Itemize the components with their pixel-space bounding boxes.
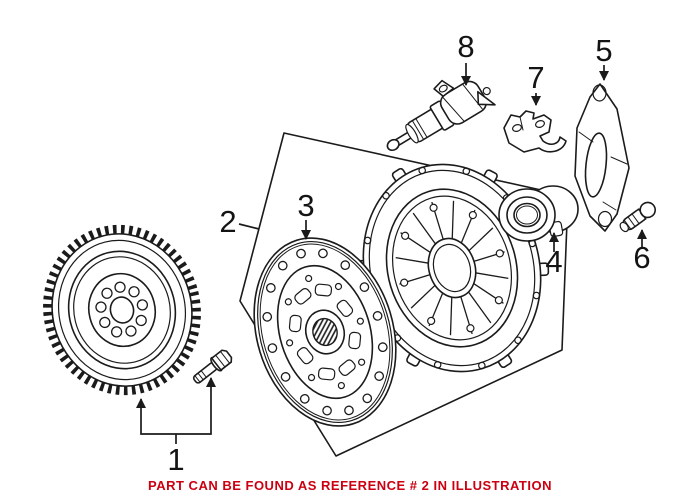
- callout-1: 1: [136, 377, 216, 477]
- flywheel-bore: [109, 296, 135, 324]
- rear-fin: [477, 90, 496, 106]
- clutch-disc-illustration: [253, 237, 397, 427]
- callout-6-label: 6: [633, 240, 650, 275]
- finger-rivets: [400, 203, 504, 333]
- callout-1-arrow-left: [136, 398, 176, 435]
- slave-cylinder-illustration: [386, 79, 496, 152]
- callout-2-pointer: [238, 223, 260, 230]
- pressure-plate-illustration: [354, 163, 550, 373]
- callout-5: 5: [595, 33, 613, 81]
- callout-6: 6: [633, 229, 651, 275]
- callout-2: 2: [219, 204, 260, 239]
- callout-4: 4: [545, 232, 563, 279]
- callout-2-label: 2: [219, 204, 236, 239]
- mounting-ear: [433, 79, 455, 98]
- flywheel-illustration: [43, 224, 201, 396]
- callout-7: 7: [527, 60, 545, 106]
- callout-4-label: 4: [545, 244, 562, 279]
- callout-3: 3: [297, 188, 315, 240]
- pivot-pin-illustration: [619, 201, 657, 233]
- bolt-head: [210, 349, 233, 371]
- splined-bore: [312, 317, 338, 347]
- release-lever-illustration: [574, 83, 630, 232]
- flywheel-bolt-illustration: [192, 349, 233, 384]
- callout-3-label: 3: [297, 188, 314, 223]
- reference-caption: PART CAN BE FOUND AS REFERENCE # 2 IN IL…: [148, 478, 552, 493]
- release-bearing-illustration: [498, 185, 579, 242]
- lever-slot: [584, 132, 608, 198]
- disc-rivets: [284, 274, 366, 390]
- callout-8: 8: [457, 29, 475, 86]
- pushrod-tip: [386, 138, 400, 152]
- bracket-illustration: [503, 110, 567, 153]
- damper-springs: [288, 283, 362, 381]
- callout-5-label: 5: [595, 33, 612, 68]
- callout-8-label: 8: [457, 29, 474, 64]
- callout-7-label: 7: [527, 60, 544, 95]
- flywheel-bolt-holes: [95, 281, 149, 338]
- ring-gear-teeth: [43, 224, 201, 396]
- callout-1-arrow-right: [176, 377, 216, 435]
- clutch-disc-holes: [262, 248, 388, 416]
- callout-1-label: 1: [167, 442, 184, 477]
